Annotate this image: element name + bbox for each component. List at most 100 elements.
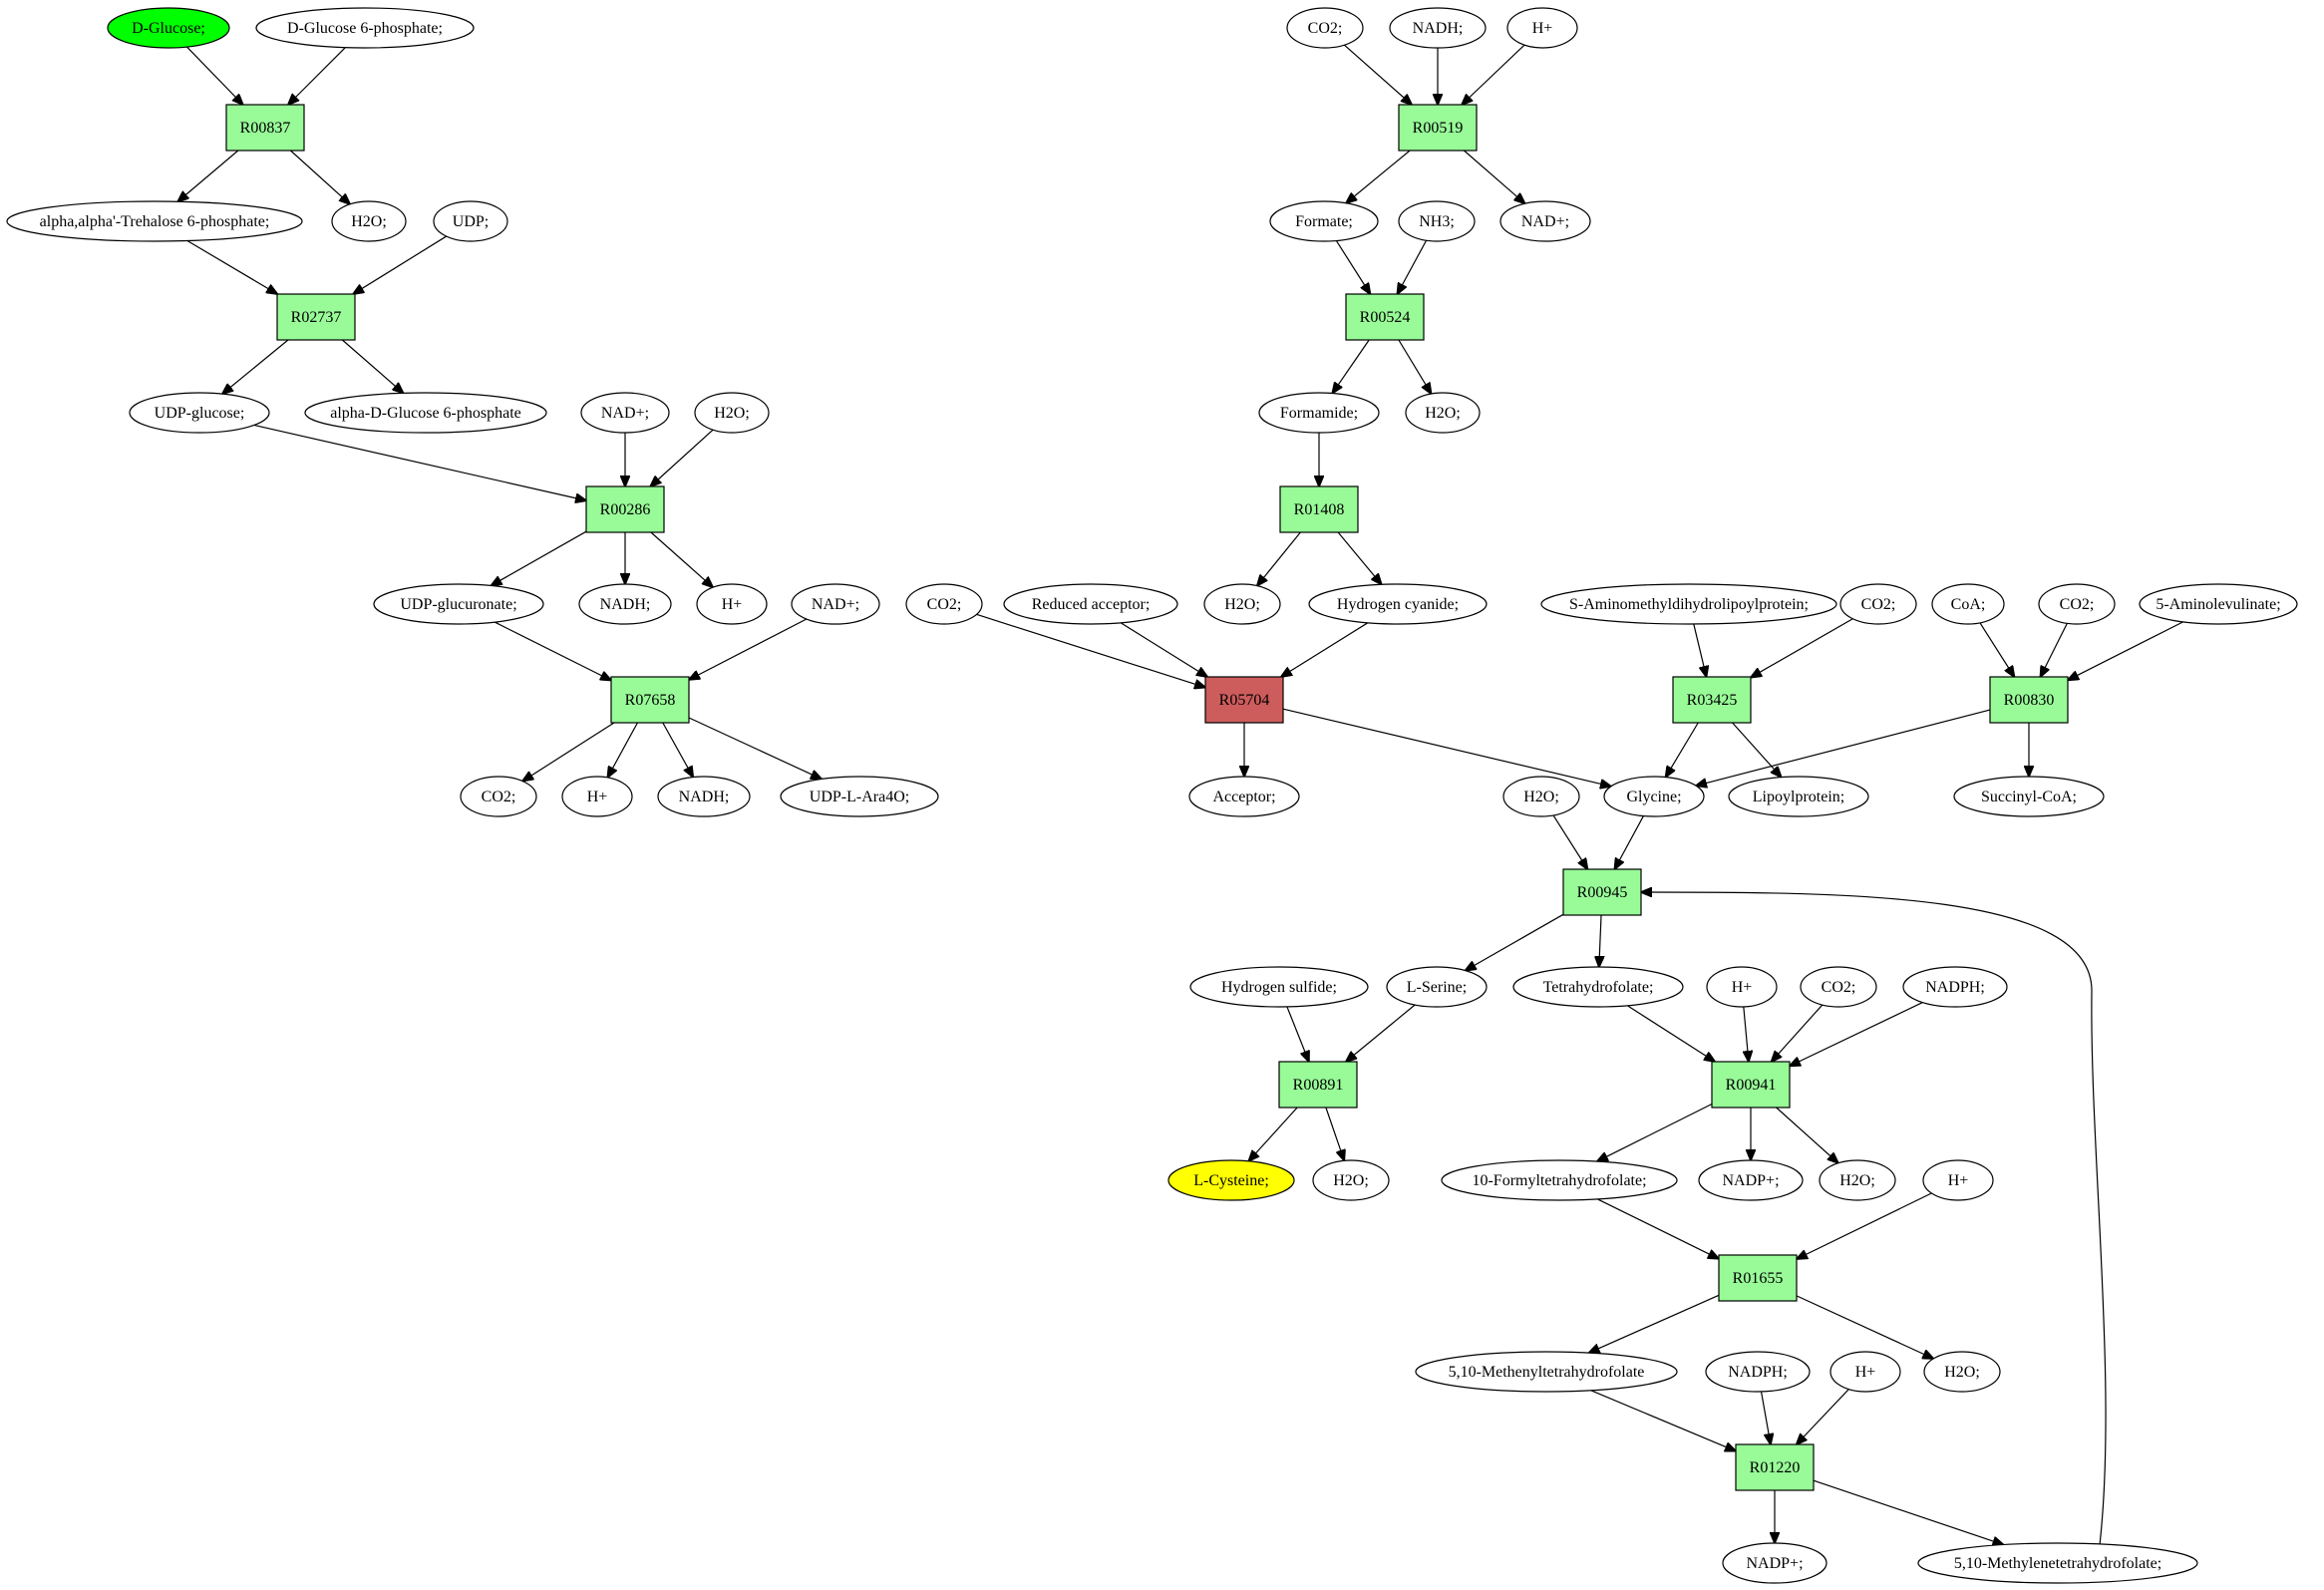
- compound-ellipse: [373, 583, 544, 625]
- edge-c_nadph_1-to-r_R00941: [1790, 1002, 1923, 1067]
- reaction-node-r_R05704: R05704: [1204, 676, 1284, 724]
- edge-c_co2_5-to-r_R00830: [2041, 623, 2068, 677]
- compound-node-c_co2_2: CO2;: [1286, 7, 1364, 49]
- compound-ellipse: [1931, 583, 2005, 625]
- node-label: NADPH;: [1925, 979, 1985, 996]
- edge-r_R00891-to-c_h2o_6: [1325, 1107, 1344, 1160]
- node-label: H+: [1855, 1364, 1876, 1381]
- node-label: NAD+;: [601, 405, 649, 422]
- node-label: R00286: [600, 501, 651, 518]
- edge-r_R00519-to-c_nadp_3: [1464, 150, 1524, 203]
- compound-ellipse: [696, 583, 768, 625]
- edge-c_udpglc-to-r_R00286: [253, 424, 586, 500]
- edge-r_R00286-to-c_hplus_1: [650, 531, 713, 587]
- compound-ellipse: [255, 7, 475, 49]
- reaction-node-r_R00837: R00837: [225, 104, 305, 152]
- edge-c_hcn-to-r_R05704: [1281, 622, 1369, 677]
- edge-c_hplus_5-to-r_R01655: [1797, 1192, 1932, 1259]
- reaction-box: [1204, 676, 1284, 724]
- node-label: R00837: [240, 120, 291, 137]
- compound-node-c_formate: Formate;: [1269, 200, 1379, 242]
- compound-node-c_h2o_5: H2O;: [1502, 776, 1580, 817]
- compound-node-c_hplus_6: H+: [1829, 1351, 1901, 1393]
- compound-node-c_nadh_1: NADH;: [578, 583, 672, 625]
- edge-c_h2o_2-to-r_R00286: [650, 429, 714, 486]
- reaction-node-r_R00891: R00891: [1278, 1061, 1358, 1109]
- node-label: S-Aminomethyldihydrolipoylprotein;: [1569, 596, 1809, 613]
- node-label: H2O;: [1224, 596, 1260, 613]
- node-label: alpha-D-Glucose 6-phosphate: [330, 405, 521, 422]
- edge-r_R00830-to-c_glycine: [1696, 709, 1991, 786]
- node-label: Hydrogen sulfide;: [1221, 979, 1337, 996]
- reaction-box: [1711, 1061, 1791, 1109]
- compound-ellipse: [129, 392, 270, 434]
- edge-c_hplus_4-to-r_R00941: [1744, 1006, 1749, 1062]
- node-label: H2O;: [714, 405, 750, 422]
- edge-c_nadp_2-to-r_R07658: [689, 618, 808, 680]
- node-label: CO2;: [2060, 596, 2095, 613]
- compound-ellipse: [1819, 1159, 1896, 1201]
- compound-ellipse: [107, 7, 230, 49]
- compound-node-c_hplus_1: H+: [696, 583, 768, 625]
- edge-c_10fthf-to-r_R01655: [1597, 1198, 1719, 1259]
- node-label: R01408: [1294, 501, 1345, 518]
- node-label: UDP;: [453, 213, 489, 230]
- reaction-node-r_R00286: R00286: [585, 485, 665, 533]
- compound-node-c_samdl: S-Aminomethyldihydrolipoylprotein;: [1540, 583, 1837, 625]
- compound-node-c_co2_1: CO2;: [460, 776, 537, 817]
- node-label: L-Serine;: [1407, 979, 1467, 996]
- reaction-node-r_R00519: R00519: [1398, 104, 1478, 152]
- edge-c_co2_4-to-r_R03425: [1751, 618, 1853, 678]
- compound-ellipse: [1728, 776, 1869, 817]
- compound-node-c_dg6p: D-Glucose 6-phosphate;: [255, 7, 475, 49]
- reaction-node-r_R00945: R00945: [1562, 868, 1642, 916]
- edge-r_R07658-to-c_udpara: [688, 717, 822, 779]
- compound-ellipse: [694, 392, 770, 434]
- node-label: UDP-glucuronate;: [400, 596, 516, 613]
- compound-node-c_treh6p: alpha,alpha'-Trehalose 6-phosphate;: [6, 200, 303, 242]
- compound-ellipse: [1386, 966, 1488, 1008]
- edge-c_co2_2-to-r_R00519: [1344, 44, 1412, 105]
- node-label: Acceptor;: [1212, 789, 1275, 805]
- node-label: R07658: [625, 692, 676, 709]
- node-label: CO2;: [1308, 20, 1343, 37]
- reaction-box: [1989, 676, 2069, 724]
- node-label: H2O;: [1523, 789, 1559, 805]
- compound-ellipse: [1839, 583, 1917, 625]
- edge-c_dglucose-to-r_R00837: [186, 46, 242, 105]
- compound-ellipse: [657, 776, 751, 817]
- compound-ellipse: [1308, 583, 1488, 625]
- edge-c_thf-to-r_R00941: [1626, 1005, 1715, 1062]
- compound-node-c_hplus_4: H+: [1706, 966, 1778, 1008]
- node-label: R00891: [1293, 1077, 1344, 1094]
- edge-r_R00945-to-c_lserine: [1466, 913, 1564, 970]
- node-label: 10-Formyltetrahydrofolate;: [1472, 1172, 1646, 1189]
- node-label: NH3;: [1419, 213, 1455, 230]
- compound-node-c_h2s: Hydrogen sulfide;: [1189, 966, 1369, 1008]
- edge-r_R05704-to-c_glycine: [1282, 708, 1611, 787]
- edge-c_h2s-to-r_R00891: [1286, 1006, 1309, 1062]
- edge-r_R01655-to-c_h2o_8: [1796, 1295, 1933, 1359]
- edge-c_dg6p-to-r_R00837: [288, 47, 346, 105]
- compound-ellipse: [1415, 1351, 1678, 1393]
- edge-r_R01220-to-c_methylene: [1813, 1479, 2004, 1544]
- compound-node-c_h2o_4: H2O;: [1203, 583, 1281, 625]
- node-label: R01220: [1750, 1459, 1801, 1476]
- edge-r_R03425-to-c_lipoyl: [1732, 722, 1782, 778]
- compound-ellipse: [1540, 583, 1837, 625]
- compound-node-c_5ala: 5-Aminolevulinate;: [2139, 583, 2298, 625]
- node-label: H2O;: [351, 213, 387, 230]
- node-label: H+: [1532, 20, 1553, 37]
- node-label: R00830: [2004, 692, 2055, 709]
- node-label: NADP+;: [1746, 1555, 1803, 1572]
- compound-ellipse: [1312, 1159, 1390, 1201]
- edge-r_R02737-to-c_adg6p: [341, 339, 403, 393]
- compound-ellipse: [331, 200, 407, 242]
- compound-ellipse: [1398, 200, 1476, 242]
- compound-ellipse: [1405, 392, 1481, 434]
- compound-ellipse: [460, 776, 537, 817]
- node-label: NADP+;: [1722, 1172, 1779, 1189]
- node-label: H2O;: [1944, 1364, 1980, 1381]
- compound-node-c_thf: Tetrahydrofolate;: [1512, 966, 1684, 1008]
